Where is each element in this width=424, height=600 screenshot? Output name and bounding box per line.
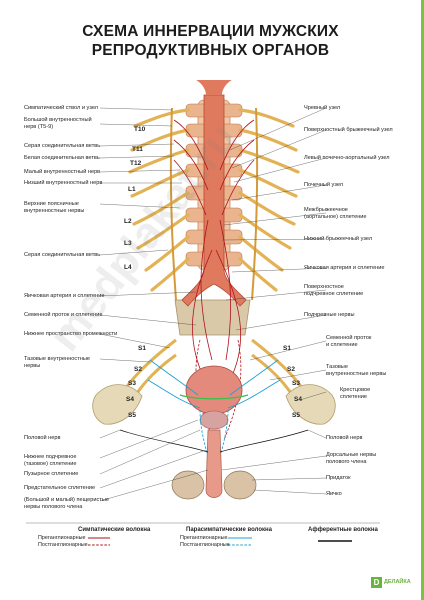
legend-para-pre: Преганглионарные [180,535,228,541]
label-vas-deferens-right: Семенной проток [326,335,372,341]
leader-lines [99,107,327,502]
pelvic-bones [92,384,336,425]
vertebra-label: L4 [124,264,132,271]
label-greater-splanchnic-2: нерв (T5-9) [24,124,54,130]
parasympathetic-post [199,409,229,471]
label-hypogastric-nerves: Подчревные нервы [304,312,355,318]
label-lesser-splanchnic: Малый внутренностный нерв [24,169,101,175]
label-vesical-plexus: Пузырное сплетение [24,471,79,477]
label-vas-deferens-right-2: и сплетение [326,342,358,348]
label-inferior-mesenteric: Нижний брыжеечный узел [304,236,373,242]
label-pelvic-splanchnic-right-2: внутренностные нервы [326,371,387,377]
aorta [181,80,247,307]
label-pelvic-splanchnic-left: Тазовые внутренностные [24,356,90,362]
label-perineal-space: Нижнее пространство промежности [24,331,118,337]
vertebra-label: S3 [128,380,136,387]
label-sacral-plexus-2: сплетение [340,394,367,400]
vertebra-label: S1 [283,345,291,352]
legend-afferent-title: Афферентные волокна [308,527,378,533]
vertebra-label: L3 [124,240,132,247]
vertebra-label: T10 [134,126,146,133]
vertebra-label: S4 [126,396,134,403]
vertebra-label: S4 [294,396,302,403]
label-inferior-hypogastric: Нижнее подчревное [24,454,77,460]
label-pelvic-splanchnic-right: Тазовые [326,364,348,370]
sympathetic-trunk [169,107,259,301]
label-vas-deferens-left: Семенной проток и сплетение [24,312,103,318]
vesical-plexus [179,394,249,400]
label-gray-ramus: Серая соединительная ветвь [24,143,101,149]
label-pudendal-left: Половой нерв [24,435,61,441]
label-gray-ramus-2: Серая соединительная ветвь [24,252,101,258]
label-testicular-artery-left: Яичковая артерия и сплетение [24,293,105,299]
logo-text: ДЕЛАЙКА [384,579,411,585]
title-line-2: РЕПРОДУКТИВНЫХ ОРГАНОВ [91,42,330,59]
logo-icon: D [371,577,382,588]
label-aorticorenal: Левый почечно-аортальный узел [304,155,390,161]
label-pudendal-right: Половой нерв [326,435,363,441]
penis [205,429,223,498]
parasympathetic-fibers [147,359,281,409]
label-inferior-hypogastric-2: (тазовое) сплетение [24,461,77,467]
brand-logo: D ДЕЛАЙКА [371,577,413,589]
vertebra-label: S2 [287,366,295,373]
title-line-1: СХЕМА ИННЕРВАЦИИ МУЖСКИХ [82,23,339,40]
label-dorsal-nerves: Дорсальные нервы [326,452,377,458]
label-least-splanchnic: Низший внутренностный нерв [24,180,103,186]
legend-parasympathetic-title: Парасимпатические волокна [186,527,272,533]
label-pelvic-splanchnic-left-2: нервы [24,363,41,369]
sympathetic-fibers [173,119,255,381]
label-intermesenteric: Межбрыжеечное [304,207,348,213]
label-lumbar-splanchnic: Верхние поясничные [24,201,79,207]
vertebra-label: L1 [128,186,136,193]
label-sacral-plexus: Крестцовое [340,387,371,393]
label-greater-splanchnic: Большой внутренностный [24,117,92,123]
vertebra-label: S5 [292,412,300,419]
label-cavernous-nerves-2: нервы полового члена [24,504,83,510]
bladder [185,365,243,430]
label-superior-hypogastric: Поверхностное [304,284,344,290]
label-white-ramus: Белая соединительная ветвь [24,155,100,161]
label-celiac-ganglion: Чревный узел [304,105,341,111]
label-dorsal-nerves-2: полового члена [326,459,367,465]
legend-sympathetic-title: Симпатические волокна [78,527,151,533]
label-epididymis: Придаток [326,475,351,481]
label-prostatic-plexus: Предстательное сплетение [24,485,96,491]
label-testicular-artery-right: Яичковая артерия и сплетение [304,265,385,271]
vertebra-label: S1 [138,345,146,352]
page-title: СХЕМА ИННЕРВАЦИИ МУЖСКИХ РЕПРОДУКТИВНЫХ … [0,22,421,60]
vertebra-label: S2 [134,366,142,373]
label-lumbar-splanchnic-2: внутренностные нервы [24,208,85,214]
vertebra-label: T12 [130,160,142,167]
legend-sym-post: Постганглионарные [38,542,88,548]
label-cavernous-nerves: (Большой и малый) пещеристые [24,497,109,503]
vertebra-label: S5 [128,412,136,419]
legend-lines [26,522,380,546]
label-testis: Яичко [326,491,342,497]
vertebra-label: T11 [132,146,143,153]
label-intermesenteric-2: (аортальное) сплетение [304,214,367,220]
afferent-fibers [119,429,309,453]
label-renal-ganglion: Почечный узел [304,182,344,188]
label-sympathetic-trunk: Симпатический ствол и узел [24,105,99,111]
vertebra-label: S3 [292,380,300,387]
label-superior-mesenteric: Поверхностный брыжеечный узел [304,127,393,133]
vertebra-label: L2 [124,218,132,225]
legend-sym-pre: Преганглионарные [38,535,86,541]
label-superior-hypogastric-2: подчревное сплетение [304,291,364,297]
legend-para-post: Постганглионарные [180,542,230,548]
